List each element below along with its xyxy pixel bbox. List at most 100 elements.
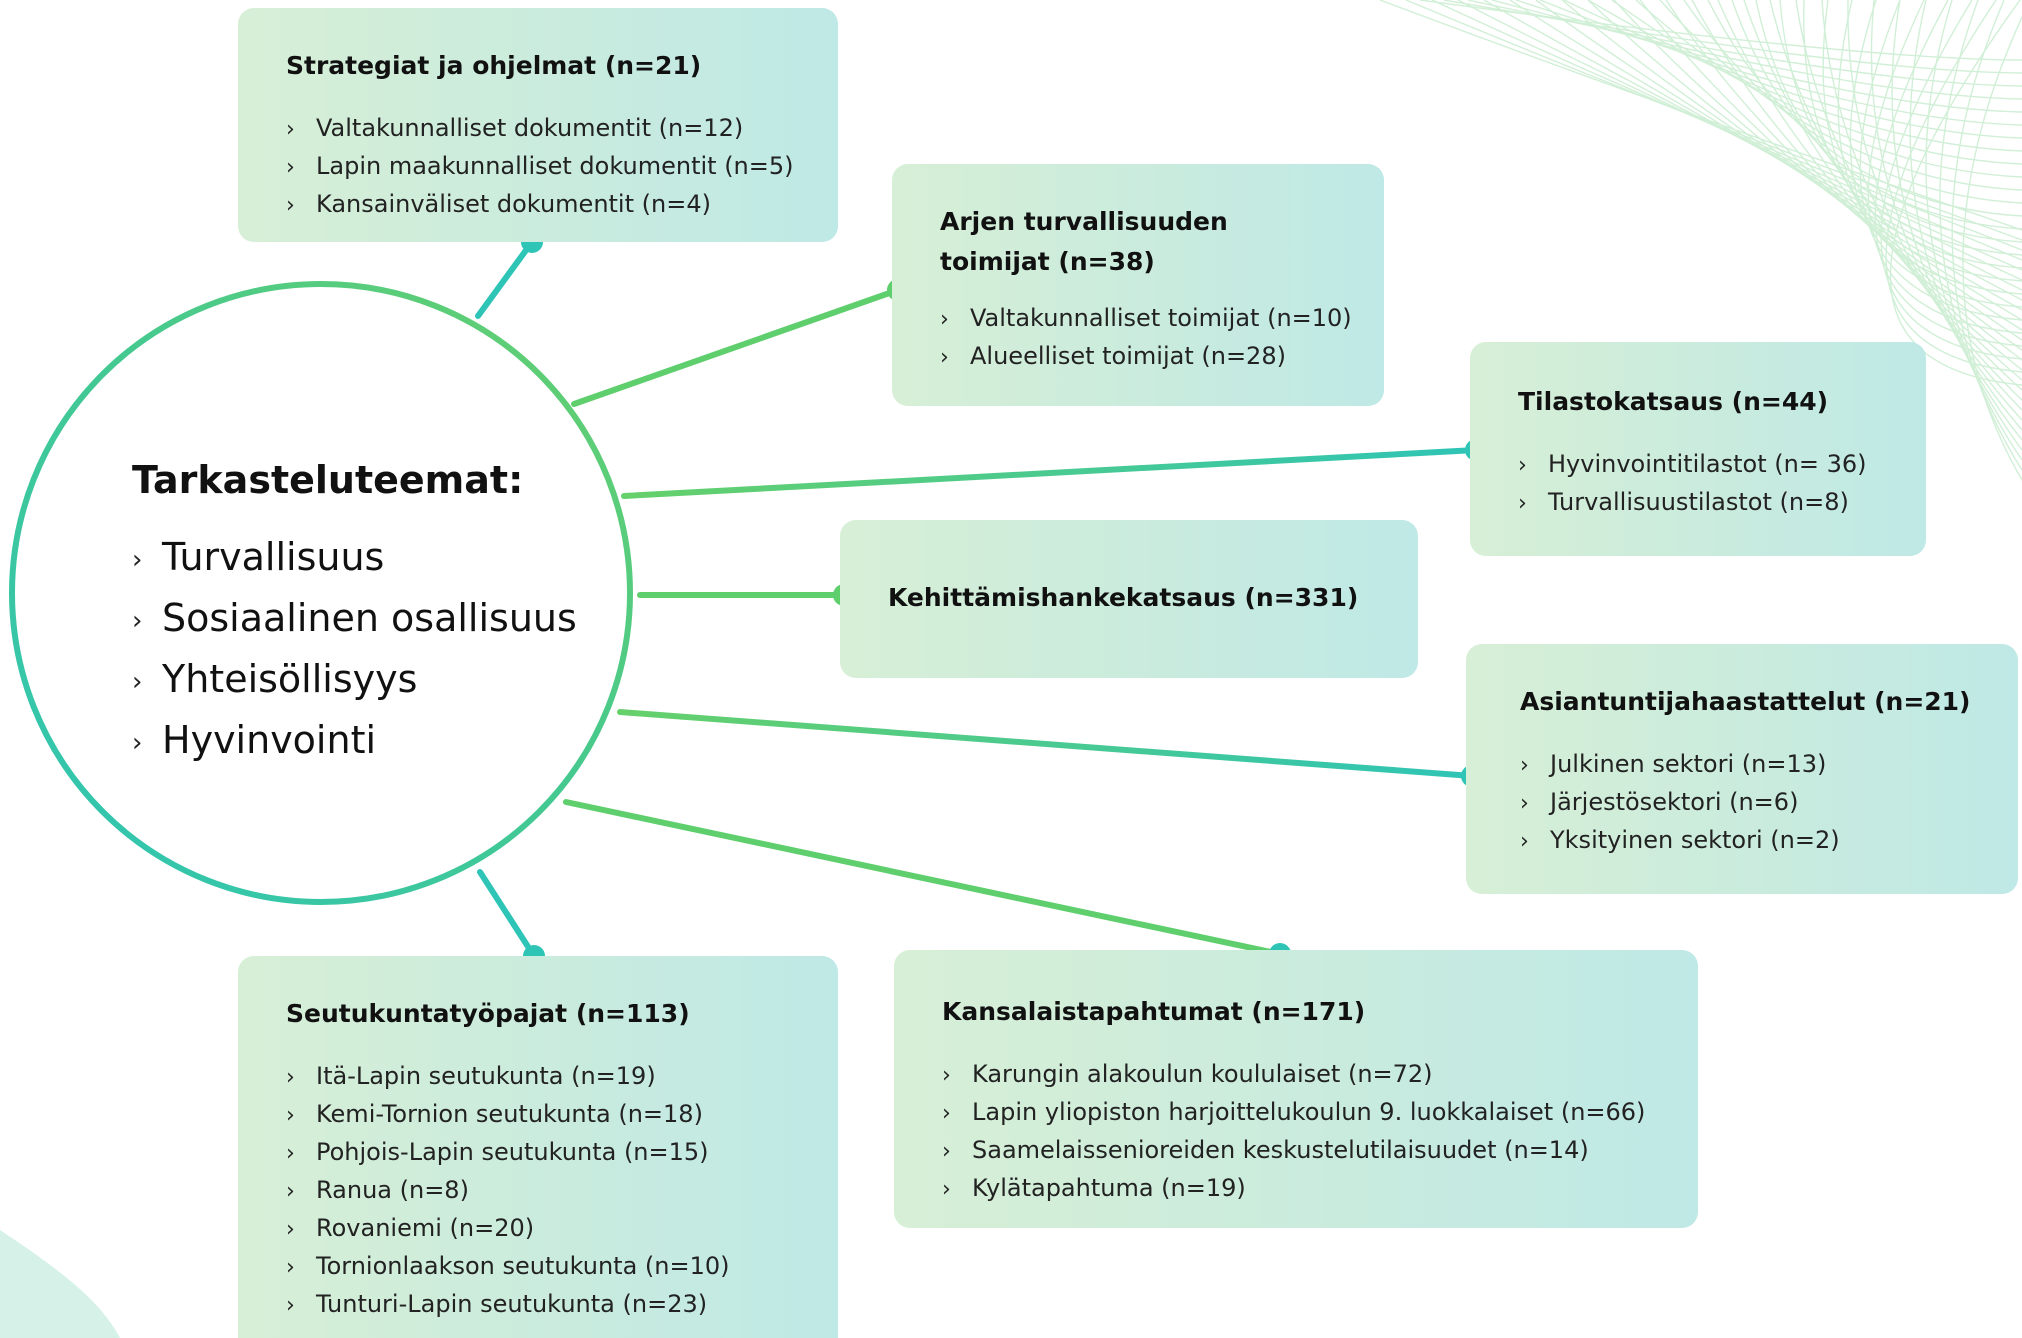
list-item: › Alueelliset toimijat (n=28): [940, 338, 1354, 376]
box-title: Seutukuntatyöpajat (n=113): [286, 999, 690, 1028]
box-list: ›Julkinen sektori (n=13) › Järjestösektor…: [1520, 746, 2008, 860]
list-item-label: Ranua (n=8): [316, 1176, 469, 1204]
chevron-right-icon: ›: [132, 667, 143, 697]
connector-seutu: [477, 869, 537, 959]
box-title: Kehittämishankekatsaus (n=331): [888, 583, 1359, 612]
chevron-right-icon: ›: [132, 728, 143, 758]
hub-theme-item: › Sosiaalinen osallisuus: [132, 589, 577, 650]
list-item-label: Itä-Lapin seutukunta (n=19): [316, 1062, 656, 1090]
chevron-right-icon: ›: [942, 1139, 951, 1164]
list-item-label: Turvallisuustilastot (n=8): [1548, 488, 1849, 516]
box-title: Tilastokatsaus (n=44): [1518, 387, 1829, 416]
box-list: › Karungin alakoulun koululaiset (n=72) ›…: [942, 1056, 1668, 1208]
list-item-label: Rovaniemi (n=20): [316, 1214, 535, 1242]
list-item-label: Kylätapahtuma (n=19): [972, 1174, 1246, 1202]
list-item: › Tunturi-Lapin seutukunta (n=23): [286, 1286, 808, 1324]
connector-arjen: [571, 287, 901, 407]
list-item: › Kylätapahtuma (n=19): [942, 1170, 1668, 1208]
box-title: Strategiat ja ohjelmat (n=21): [286, 51, 702, 80]
chevron-right-icon: ›: [286, 1217, 295, 1242]
list-item: ›Kemi-Tornion seutukunta (n=18): [286, 1096, 808, 1134]
chevron-right-icon: ›: [942, 1101, 951, 1126]
chevron-right-icon: ›: [286, 1293, 295, 1318]
chevron-right-icon: ›: [942, 1063, 951, 1088]
box-strategiat: Strategiat ja ohjelmat (n=21) › Valtakunn…: [238, 8, 838, 242]
list-item: › Kansainväliset dokumentit (n=4): [286, 186, 808, 224]
list-item: › Karungin alakoulun koululaiset (n=72): [942, 1056, 1668, 1094]
list-item-label: Hyvinvointitilastot (n= 36): [1548, 450, 1867, 478]
chevron-right-icon: ›: [286, 1065, 295, 1090]
list-item-label: Lapin yliopiston harjoittelukoulun 9. lu…: [972, 1098, 1646, 1126]
list-item-label: Järjestösektori (n=6): [1550, 788, 1799, 816]
list-item-label: Pohjois-Lapin seutukunta (n=15): [316, 1138, 709, 1166]
list-item: › Hyvinvointitilastot (n= 36): [1518, 446, 1896, 484]
list-item: ›Tornionlaakson seutukunta (n=10): [286, 1248, 808, 1286]
chevron-right-icon: ›: [940, 307, 949, 332]
hub-theme-item: › Yhteisöllisyys: [132, 650, 577, 711]
box-title: Asiantuntijahaastattelut (n=21): [1520, 687, 1971, 716]
list-item: › Yksityinen sektori (n=2): [1520, 822, 2008, 860]
chevron-right-icon: ›: [940, 345, 949, 370]
list-item: ›Julkinen sektori (n=13): [1520, 746, 2008, 784]
list-item-label: Kansainväliset dokumentit (n=4): [316, 190, 711, 218]
corner-swoosh: [0, 1230, 120, 1338]
list-item: › Valtakunnalliset dokumentit (n=12): [286, 110, 808, 148]
list-item: › Pohjois-Lapin seutukunta (n=15): [286, 1134, 808, 1172]
box-kehittamishanke: Kehittämishankekatsaus (n=331): [840, 520, 1418, 678]
list-item: › Itä-Lapin seutukunta (n=19): [286, 1058, 808, 1096]
box-kansalaistapahtumat: Kansalaistapahtumat (n=171) › Karungin al…: [894, 950, 1698, 1228]
list-item-label: Lapin maakunnalliset dokumentit (n=5): [316, 152, 794, 180]
list-item: › Ranua (n=8): [286, 1172, 808, 1210]
hub-theme-item: › Hyvinvointi: [132, 711, 577, 772]
box-tilastokatsaus: Tilastokatsaus (n=44) › Hyvinvointitilast…: [1470, 342, 1926, 556]
list-item-label: Valtakunnalliset dokumentit (n=12): [316, 114, 744, 142]
chevron-right-icon: ›: [132, 606, 143, 636]
list-item: › Rovaniemi (n=20): [286, 1210, 808, 1248]
chevron-right-icon: ›: [132, 545, 143, 575]
chevron-right-icon: ›: [286, 155, 295, 180]
box-arjen-turvallisuus: Arjen turvallisuuden toimijat (n=38) › Va…: [892, 164, 1384, 406]
hub-theme-list: › Turvallisuus › Sosiaalinen osallisuus › Y…: [132, 528, 577, 772]
box-list: › Itä-Lapin seutukunta (n=19) ›Kemi-Torni…: [286, 1058, 808, 1324]
box-list: › Valtakunnalliset dokumentit (n=12) › Lap…: [286, 110, 808, 224]
list-item: › Järjestösektori (n=6): [1520, 784, 2008, 822]
list-item: › Turvallisuustilastot (n=8): [1518, 484, 1896, 522]
box-title: Arjen turvallisuuden toimijat (n=38): [940, 207, 1228, 276]
mesh-pattern: [1379, 0, 2022, 481]
box-list: › Hyvinvointitilastot (n= 36) › Turvallisu…: [1518, 446, 1896, 522]
list-item: › Lapin yliopiston harjoittelukoulun 9. l…: [942, 1094, 1668, 1132]
list-item-label: Tornionlaakson seutukunta (n=10): [316, 1252, 730, 1280]
box-list: › Valtakunnalliset toimijat (n=10) › Aluee…: [940, 300, 1354, 376]
connector-asiantuntija: [617, 709, 1475, 779]
chevron-right-icon: ›: [1518, 453, 1527, 478]
chevron-right-icon: ›: [286, 1103, 295, 1128]
list-item: › Lapin maakunnalliset dokumentit (n=5): [286, 148, 808, 186]
chevron-right-icon: ›: [286, 117, 295, 142]
list-item-label: Tunturi-Lapin seutukunta (n=23): [316, 1290, 708, 1318]
connector-tilasto: [621, 447, 1479, 499]
connector-kansalais: [563, 799, 1283, 957]
chevron-right-icon: ›: [1520, 753, 1529, 778]
box-seutukuntatyopajat: Seutukuntatyöpajat (n=113) › Itä-Lapin se…: [238, 956, 838, 1338]
hub-title: Tarkasteluteemat:: [132, 458, 524, 502]
hub-theme-label: Yhteisöllisyys: [162, 657, 418, 701]
list-item-label: Karungin alakoulun koululaiset (n=72): [972, 1060, 1433, 1088]
list-item-label: Yksityinen sektori (n=2): [1550, 826, 1840, 854]
list-item-label: Alueelliset toimijat (n=28): [970, 342, 1286, 370]
box-title: Kansalaistapahtumat (n=171): [942, 997, 1366, 1026]
chevron-right-icon: ›: [942, 1177, 951, 1202]
list-item: › Valtakunnalliset toimijat (n=10): [940, 300, 1354, 338]
chevron-right-icon: ›: [1518, 491, 1527, 516]
chevron-right-icon: ›: [286, 193, 295, 218]
chevron-right-icon: ›: [286, 1141, 295, 1166]
hub-theme-label: Turvallisuus: [162, 535, 385, 579]
hub-theme-label: Hyvinvointi: [162, 718, 377, 762]
chevron-right-icon: ›: [1520, 829, 1529, 854]
chevron-right-icon: ›: [286, 1179, 295, 1204]
list-item-label: Valtakunnalliset toimijat (n=10): [970, 304, 1352, 332]
chevron-right-icon: ›: [1520, 791, 1529, 816]
hub-theme-label: Sosiaalinen osallisuus: [162, 596, 577, 640]
list-item: ›Saamelaissenioreiden keskustelutilaisuu…: [942, 1132, 1668, 1170]
box-asiantuntijahaastattelut: Asiantuntijahaastattelut (n=21) ›Julkine…: [1466, 644, 2018, 894]
